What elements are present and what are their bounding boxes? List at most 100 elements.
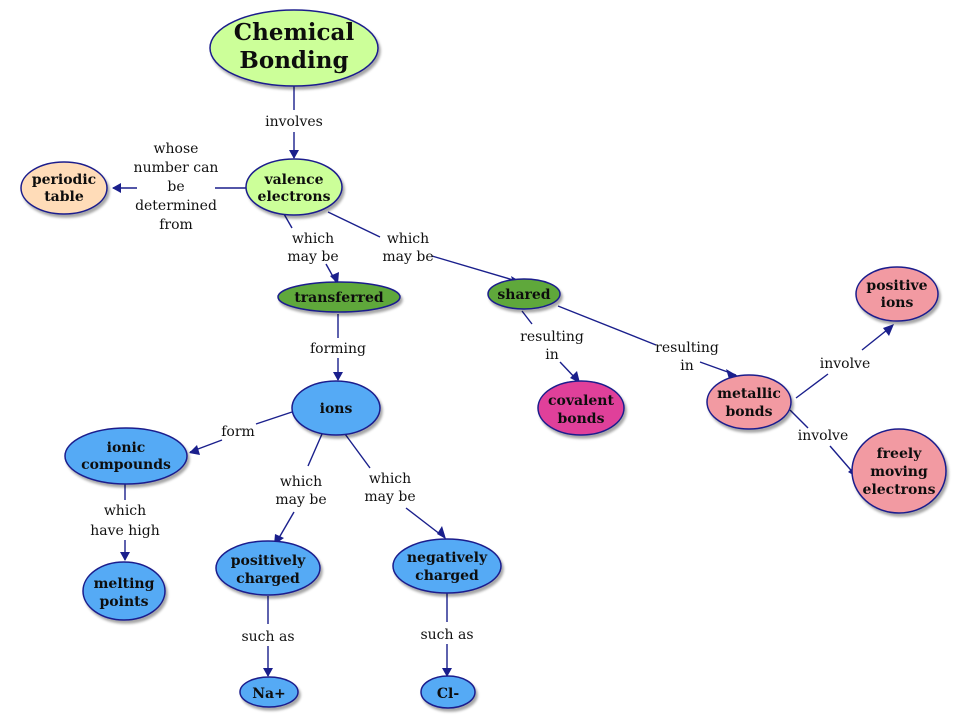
edge-such-as-1 — [263, 596, 273, 677]
node-covalent-bonds: covalent bonds — [537, 380, 625, 436]
edge-involve-2 — [789, 409, 858, 478]
node-periodic-table: periodic table — [20, 161, 108, 215]
label-line: forming — [310, 341, 366, 357]
label-line: form — [221, 424, 255, 440]
node-label: metallic — [717, 386, 781, 402]
node-label: covalent — [548, 393, 614, 409]
label-line: involve — [820, 356, 871, 372]
node-label: charged — [415, 568, 479, 584]
node-metallic-bonds: metallic bonds — [706, 374, 792, 430]
label-line: have high — [90, 523, 159, 539]
node-label: Bonding — [239, 47, 348, 74]
label-line: such as — [241, 629, 294, 645]
label-which-may-be-4: which may be — [364, 471, 415, 505]
label-line: whose — [154, 141, 199, 157]
node-valence-electrons: valence electrons — [245, 158, 343, 216]
node-label: positively — [231, 553, 306, 569]
node-label: points — [100, 594, 149, 610]
label-line: which — [104, 503, 146, 519]
node-label: bonds — [558, 411, 605, 427]
node-na-plus: Na+ — [239, 676, 299, 708]
node-transferred: transferred — [277, 281, 401, 313]
edge-forming — [333, 314, 343, 381]
label-line: involve — [798, 428, 849, 444]
label-which-may-be-2: which may be — [382, 231, 433, 265]
edge-which-may-be-1 — [283, 213, 339, 284]
label-which-may-be-1: which may be — [287, 231, 338, 265]
label-line: number can — [134, 160, 219, 176]
node-label: valence — [263, 172, 323, 188]
label-line: may be — [364, 489, 415, 505]
node-negatively-charged: negatively charged — [392, 538, 502, 594]
label-line: from — [159, 217, 193, 233]
label-line: which — [280, 474, 322, 490]
node-label: freely — [877, 446, 923, 462]
label-involve-1: involve — [820, 356, 871, 372]
label-line: in — [680, 358, 694, 374]
node-label: transferred — [294, 290, 384, 306]
node-ionic-compounds: ionic compounds — [64, 427, 188, 485]
node-positively-charged: positively charged — [215, 540, 321, 596]
label-line: determined — [135, 198, 217, 214]
node-label: ions — [320, 401, 353, 417]
edge-involves — [289, 86, 299, 159]
node-label: melting — [94, 576, 155, 592]
label-such-as-2: such as — [420, 627, 473, 643]
label-forming: forming — [310, 341, 366, 357]
node-shared: shared — [487, 278, 561, 310]
label-which-have-high: which have high — [90, 503, 159, 539]
label-line: resulting — [520, 329, 584, 345]
label-line: which — [292, 231, 334, 247]
edge-resulting-in-1 — [521, 310, 580, 383]
label-such-as-1: such as — [241, 629, 294, 645]
label-line: which — [387, 231, 429, 247]
edge-labels: involves whose number can be determined … — [90, 114, 870, 645]
node-label: shared — [497, 287, 550, 303]
node-label: Cl- — [437, 686, 459, 702]
node-label: Na+ — [252, 686, 286, 702]
edge-involve-1 — [795, 324, 894, 399]
label-form: form — [221, 424, 255, 440]
edge-which-have-high — [120, 484, 130, 561]
label-which-may-be-3: which may be — [275, 474, 326, 508]
label-line: be — [167, 179, 184, 195]
node-label: bonds — [726, 404, 773, 420]
node-label: table — [44, 189, 84, 205]
node-label: negatively — [407, 550, 488, 566]
node-positive-ions: positive ions — [855, 266, 939, 322]
node-label: charged — [236, 571, 300, 587]
node-label: electrons — [258, 189, 331, 205]
node-label: positive — [866, 278, 927, 294]
node-melting-points: melting points — [82, 561, 166, 621]
edge-such-as-2 — [442, 593, 452, 677]
node-ions: ions — [291, 380, 381, 436]
label-resulting-in-1: resulting in — [520, 329, 584, 363]
node-label: Chemical — [234, 19, 355, 46]
label-involves: involves — [265, 114, 323, 130]
node-label: moving — [870, 464, 928, 480]
label-line: may be — [275, 492, 326, 508]
label-line: may be — [382, 249, 433, 265]
node-chemical-bonding: Chemical Bonding — [209, 9, 379, 87]
node-cl-minus: Cl- — [420, 675, 476, 709]
node-label: periodic — [32, 172, 96, 188]
nodes: Chemical Bonding valence electrons perio… — [20, 9, 947, 709]
node-label: compounds — [81, 457, 171, 473]
label-line: which — [369, 471, 411, 487]
label-involve-2: involve — [798, 428, 849, 444]
node-label: ionic — [107, 440, 146, 456]
edge-form — [189, 411, 293, 455]
node-freely-moving-electrons: freely moving electrons — [851, 428, 947, 514]
edge-whose-number — [112, 183, 246, 193]
label-line: involves — [265, 114, 323, 130]
node-label: ions — [881, 295, 914, 311]
edge-which-may-be-4 — [344, 433, 446, 539]
label-line: such as — [420, 627, 473, 643]
label-resulting-in-2: resulting in — [655, 340, 719, 374]
label-line: may be — [287, 249, 338, 265]
label-line: in — [545, 347, 559, 363]
node-label: electrons — [863, 482, 936, 498]
label-line: resulting — [655, 340, 719, 356]
label-whose-number: whose number can be determined from — [134, 141, 219, 233]
